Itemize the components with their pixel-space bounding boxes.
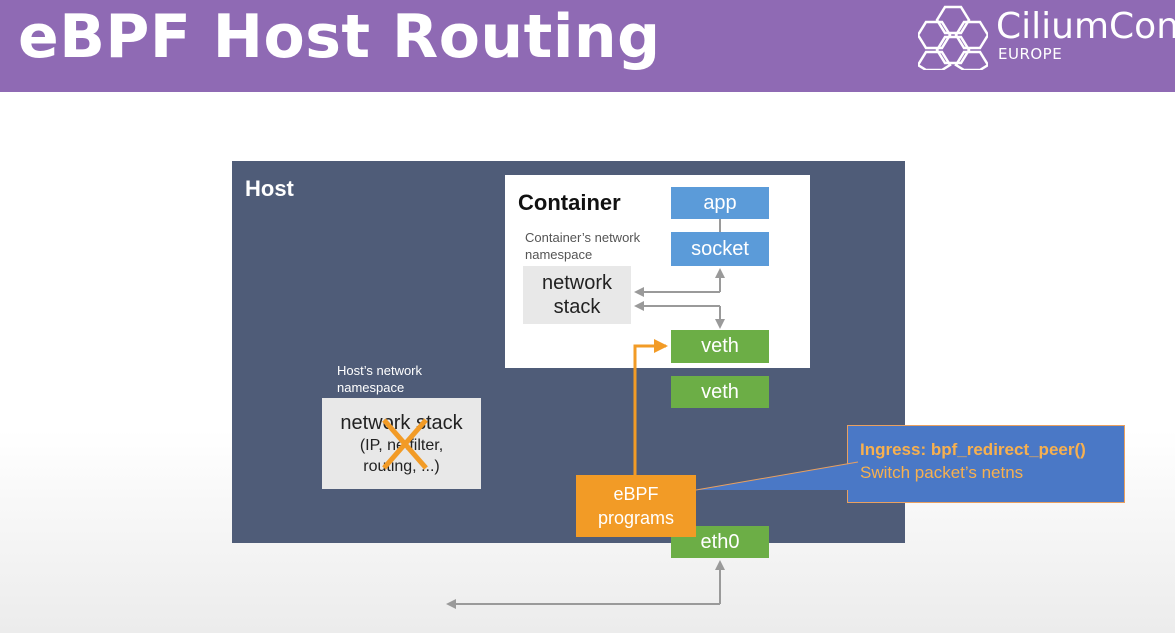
- cross-icon-line2: [382, 418, 428, 470]
- ebpf-line1: eBPF: [613, 484, 659, 504]
- container-namespace-label: Container’s network namespace: [525, 230, 641, 262]
- logo-name: CiliumCon: [996, 6, 1175, 47]
- veth-inner-box: veth: [671, 330, 769, 363]
- veth-outer-box: veth: [671, 376, 769, 408]
- container-stack-line1: network: [541, 272, 613, 294]
- cilium-hexagon-icon: [918, 5, 988, 70]
- logo-subtitle: EUROPE: [998, 45, 1063, 63]
- host-label: Host: [245, 176, 294, 201]
- container-label: Container: [518, 190, 621, 215]
- callout-box: [847, 425, 1125, 503]
- host-namespace-label: Host’s network namespace: [337, 363, 423, 395]
- ebpf-line2: programs: [597, 508, 675, 528]
- callout-title: Ingress: bpf_redirect_peer(): [860, 440, 1086, 459]
- ebpf-programs-box: eBPF programs: [576, 475, 696, 537]
- app-box: app: [671, 187, 769, 219]
- callout-pointer-edge: [695, 461, 859, 491]
- host-stack-title: network stack: [340, 411, 463, 434]
- header-bar: [0, 0, 1175, 92]
- socket-box: socket: [671, 232, 769, 266]
- redirect-arrow: [633, 339, 668, 478]
- callout-subtitle: Switch packet’s netns: [860, 463, 1024, 482]
- container-stack-line2: stack: [553, 296, 601, 318]
- slide-title: eBPF Host Routing: [18, 2, 661, 72]
- container-network-stack: network stack: [523, 266, 631, 324]
